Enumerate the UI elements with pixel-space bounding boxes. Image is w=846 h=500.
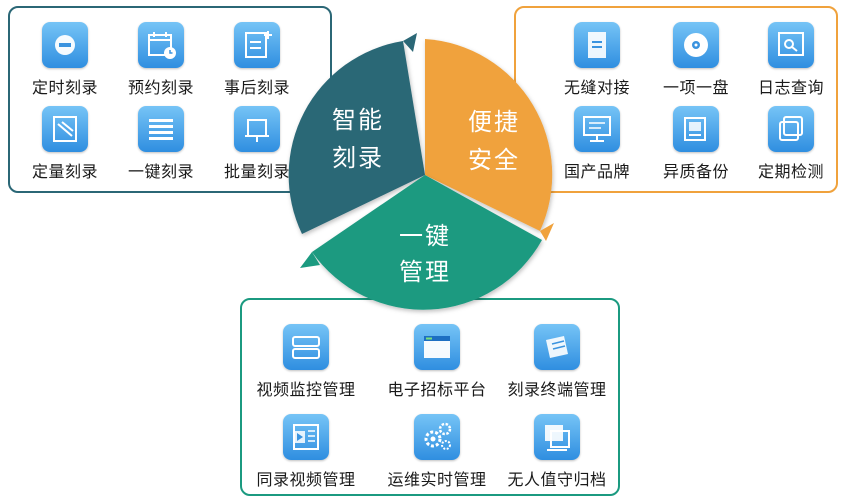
smart-title-line2: 刻录 [332,144,384,172]
feature-post-burn[interactable]: 事后刻录 [202,22,312,98]
video-file-icon [283,414,329,460]
add-document-icon [234,22,280,68]
feature-label: 定期检测 [757,162,824,181]
feature-quota-burn[interactable]: 定量刻录 [10,106,120,182]
feature-label: 电子招标平台 [387,380,487,399]
feature-timed-burn[interactable]: 定时刻录 [10,22,120,98]
monitor-icon [574,106,620,152]
feature-label: 同录视频管理 [256,470,356,489]
feature-label: 事后刻录 [223,78,290,97]
feature-domestic-brand[interactable]: 国产品牌 [542,106,652,182]
batch-frame-icon [234,106,280,152]
feature-sync-video[interactable]: 同录视频管理 [241,414,371,490]
archive-screen-icon [534,414,580,460]
quota-document-icon [42,106,88,152]
feature-label: 无缝对接 [563,78,630,97]
search-window-icon [768,22,814,68]
feature-label: 批量刻录 [223,162,290,181]
feature-wheel: 智能 刻录 便捷 安全 一键 管理 [288,33,554,310]
feature-label: 国产品牌 [563,162,630,181]
feature-batch-burn[interactable]: 批量刻录 [202,106,312,182]
calendar-clock-icon [138,22,184,68]
one-click-management-panel: 视频监控管理 电子招标平台 刻录终端管理 同录视频管理 运维实时管理 无人值守归… [240,298,620,496]
feature-label: 运维实时管理 [387,470,487,489]
manage-arrow [300,252,320,268]
gears-icon [414,414,460,460]
server-icon [283,324,329,370]
secure-segment[interactable] [425,39,553,231]
secure-title-line1: 便捷 [468,108,520,136]
burner-terminal-icon [534,324,580,370]
backup-files-icon [673,106,719,152]
smart-segment[interactable] [288,41,425,234]
manage-title-line2: 管理 [399,258,451,286]
feature-seamless-integration[interactable]: 无缝对接 [542,22,652,98]
feature-video-surveillance[interactable]: 视频监控管理 [241,324,371,400]
document-icon [574,22,620,68]
feature-one-item-one-disc[interactable]: 一项一盘 [641,22,751,98]
feature-label: 预约刻录 [127,78,194,97]
disc-icon [673,22,719,68]
feature-label: 一键刻录 [127,162,194,181]
feature-label: 无人值守归档 [507,470,607,489]
feature-label: 一项一盘 [662,78,729,97]
feature-periodic-check[interactable]: 定期检测 [736,106,846,182]
feature-label: 视频监控管理 [256,380,356,399]
stacked-windows-icon [768,106,814,152]
feature-ops-realtime[interactable]: 运维实时管理 [372,414,502,490]
feature-scheduled-burn[interactable]: 预约刻录 [106,22,216,98]
secure-arrow [540,223,554,241]
smart-title-line1: 智能 [332,106,384,134]
list-icon [138,106,184,152]
secure-title-line2: 安全 [468,146,520,174]
feature-label: 刻录终端管理 [507,380,607,399]
feature-unattended-archive[interactable]: 无人值守归档 [492,414,622,490]
feature-label: 日志查询 [757,78,824,97]
browser-window-icon [414,324,460,370]
timer-icon [42,22,88,68]
feature-one-click-burn[interactable]: 一键刻录 [106,106,216,182]
feature-burn-terminal[interactable]: 刻录终端管理 [492,324,622,400]
feature-heterogeneous-backup[interactable]: 异质备份 [641,106,751,182]
feature-e-bidding[interactable]: 电子招标平台 [372,324,502,400]
manage-segment[interactable] [312,175,542,310]
feature-label: 定时刻录 [31,78,98,97]
smart-arrow [403,33,417,52]
manage-title-line1: 一键 [399,222,451,250]
feature-label: 异质备份 [662,162,729,181]
convenient-secure-panel: 无缝对接 一项一盘 日志查询 国产品牌 异质备份 定期检测 [514,6,838,193]
feature-log-query[interactable]: 日志查询 [736,22,846,98]
feature-label: 定量刻录 [31,162,98,181]
smart-burning-panel: 定时刻录 预约刻录 事后刻录 定量刻录 一键刻录 批量刻录 [8,6,332,193]
